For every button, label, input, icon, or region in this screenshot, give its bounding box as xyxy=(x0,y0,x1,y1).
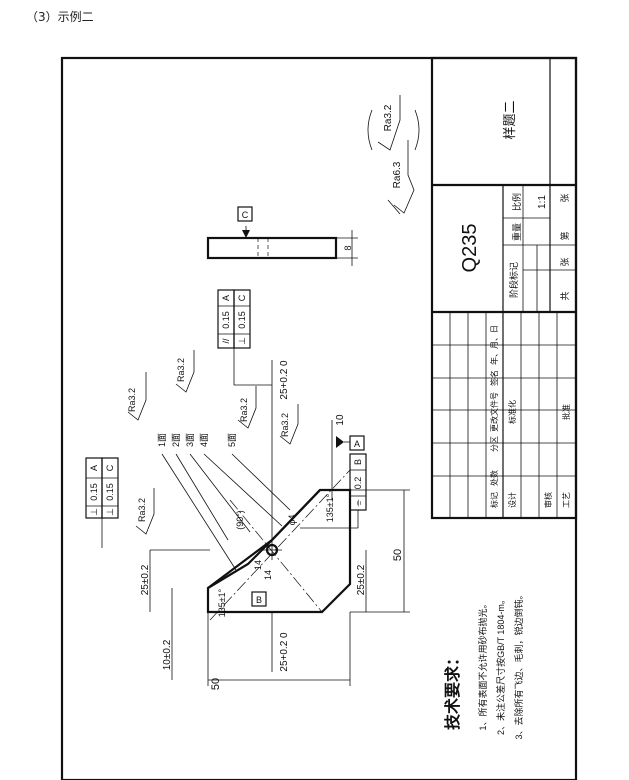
datum-a: A xyxy=(336,435,365,451)
dim-50-vert: 50 xyxy=(392,549,404,561)
sym-val: 0.2 xyxy=(353,477,363,490)
tech-req-3: 3、去除所有飞边、毛刺，锐边倒钝。 xyxy=(513,590,524,739)
dim-25-left: 25±0.2 xyxy=(140,564,151,595)
general-roughness: Ra6.3 Ra3.2 xyxy=(367,95,420,215)
main-view xyxy=(206,469,352,621)
side-view: C 8 xyxy=(206,206,358,266)
tl-r2-sym: ⊥ xyxy=(105,508,115,516)
rough-face-3: Ra3.2 xyxy=(176,358,186,382)
dim-90: (90°) xyxy=(235,510,245,530)
tr-r2-sym: ⊥ xyxy=(237,337,247,345)
sheet-label: 张 xyxy=(560,257,570,266)
dim-14: 14 xyxy=(253,560,263,570)
row-review: 审核 xyxy=(543,492,553,508)
material-label: Q235 xyxy=(459,224,481,273)
face-4: 4面 xyxy=(199,433,209,447)
tech-req-2: 2、未注公差尺寸按GB/T 1804-m。 xyxy=(495,595,506,735)
dim-135-a: 135±1° xyxy=(217,588,227,617)
datum-b-label: B xyxy=(256,595,262,605)
row-approve: 批准 xyxy=(561,404,571,420)
dim-14b: 14 xyxy=(263,570,273,580)
tl-r1-datum: A xyxy=(89,465,99,471)
dim-25-top: 25+0.2 0 xyxy=(279,360,290,400)
face-2: 2面 xyxy=(171,433,181,447)
rev-header-doc: 更改文件号 xyxy=(489,392,499,432)
rev-header-sign: 签名 xyxy=(489,370,499,386)
tol-frame-sym: ⌯ 0.2 B xyxy=(300,453,367,529)
datum-c-label: C xyxy=(242,210,249,220)
tr-r2-datum: C xyxy=(237,294,247,301)
rev-header-mark: 标记 xyxy=(489,492,499,508)
tr-r2-val: 0.15 xyxy=(237,311,247,329)
rev-header-zone: 分区 xyxy=(490,436,499,452)
dim-25-bottom: 25+0.2 0 xyxy=(279,632,290,672)
tr-r1-val: 0.15 xyxy=(221,311,231,329)
datum-c-box xyxy=(237,206,253,222)
scale-label: 比例 xyxy=(511,193,522,211)
dim-10-top: 10 xyxy=(335,414,346,426)
sheet-of-label: 第 xyxy=(559,231,570,240)
center-line xyxy=(229,499,323,613)
tl-r2-datum: C xyxy=(105,464,115,471)
dim-50-horz: 50 xyxy=(210,678,222,690)
dim-135-b: 135±1° xyxy=(325,493,335,522)
sym-datum: B xyxy=(353,459,363,465)
tech-req-1: 1、所有表面不允许用砂布抛光。 xyxy=(477,599,488,730)
tech-req-title: 技术要求： xyxy=(443,650,462,730)
sym-sym: ⌯ xyxy=(353,499,363,507)
datum-a-label: A xyxy=(354,439,360,449)
tr-r1-sym: // xyxy=(221,338,231,344)
drawing-name: 样题二 xyxy=(502,100,517,139)
tr-r1-datum: A xyxy=(221,295,231,301)
stage-label: 阶段标记 xyxy=(508,262,519,298)
row-design: 设计 xyxy=(507,492,517,508)
dim-8: 8 xyxy=(343,245,353,250)
row-standard: 标准化 xyxy=(507,400,517,424)
face-5: 5面 xyxy=(227,433,237,447)
rough-face-4: Ra3.2 xyxy=(239,398,249,422)
total-label: 共 xyxy=(560,291,570,300)
tl-r1-val: 0.15 xyxy=(89,483,99,501)
page-caption: （3）示例二 xyxy=(26,10,94,24)
tl-r1-sym: ⊥ xyxy=(89,508,99,516)
dim-phi4: φ4 xyxy=(287,515,297,526)
face-roughness: Ra3.2 Ra3.2 Ra3.2 Ra3.2 Ra3.2 xyxy=(127,350,299,535)
rev-header-date: 年、月、日 xyxy=(489,325,499,365)
title-block: Q235 样题二 比例 1:1 重量 阶段标记 共 张 第 张 标记 处数 xyxy=(430,56,578,520)
face-1: 1面 xyxy=(157,433,167,447)
rev-header-count: 处数 xyxy=(489,470,499,486)
face-labels: 1面 2面 3面 4面 5面 xyxy=(157,433,291,571)
scale-value: 1:1 xyxy=(537,195,548,209)
general-roughness-label: Ra6.3 xyxy=(392,161,403,188)
tol-frame-top-right: // 0.15 A ⊥ 0.15 C xyxy=(217,289,272,386)
datum-b: B xyxy=(251,591,267,607)
rough-face-5: Ra3.2 xyxy=(280,413,290,437)
dim-10: 10±0.2 xyxy=(162,639,173,670)
technical-requirements: 技术要求： 1、所有表面不允许用砂布抛光。 2、未注公差尺寸按GB/T 1804… xyxy=(443,590,524,739)
dimension-lines: 50 50 25±0.2 25±0.2 10±0.2 25+0.2 0 25+0… xyxy=(140,360,410,690)
rough-face-2: Ra3.2 xyxy=(137,498,147,522)
rough-face-1: Ra3.2 xyxy=(127,388,137,412)
face-3: 3面 xyxy=(185,433,195,447)
dim-25-right: 25±0.2 xyxy=(356,564,367,595)
tol-frame-top-left: ⊥ 0.15 A ⊥ 0.15 C xyxy=(85,457,119,548)
tl-r2-val: 0.15 xyxy=(105,483,115,501)
sheet-label-2: 张 xyxy=(560,193,570,202)
bracket-roughness-label: Ra3.2 xyxy=(383,104,394,131)
weight-label: 重量 xyxy=(511,223,522,241)
row-process: 工艺 xyxy=(562,492,571,508)
